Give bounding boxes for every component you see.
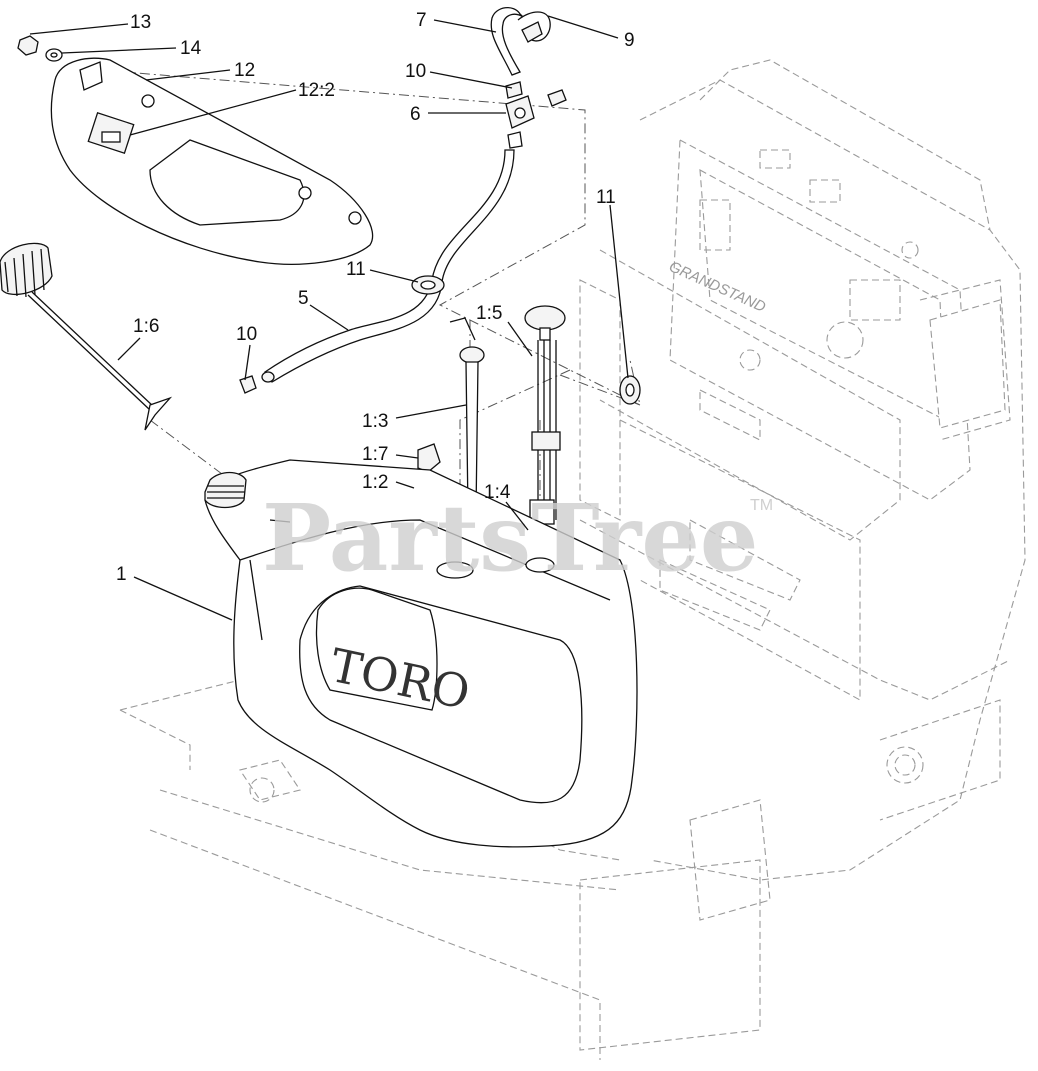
clamp-10-part [239,375,257,394]
callout-1-4: 1:4 [484,482,511,503]
fuel-cap-part [0,242,173,431]
callout-5: 5 [298,288,309,309]
heat-shield-part [50,57,374,265]
callout-10-top: 10 [405,61,426,82]
callout-1-2: 1:2 [362,472,388,493]
callout-1-7: 1:7 [362,444,388,465]
callout-14: 14 [180,38,202,59]
watermark: PartsTree [262,484,758,592]
callout-12-2: 12:2 [298,80,335,101]
callout-labels: 13 14 12 12:2 7 9 10 6 11 11 5 1:6 10 1:… [116,10,635,585]
clamp-10a-part [505,81,523,99]
callout-7: 7 [416,10,427,31]
callout-11-right: 11 [596,187,616,208]
callout-1-3: 1:3 [362,411,388,432]
callout-1-6: 1:6 [133,316,159,337]
bolt-13-part [17,35,39,56]
callout-9: 9 [624,30,635,51]
callout-11-left: 11 [346,259,366,280]
callout-13: 13 [130,12,151,33]
fuel-tank-part [204,459,638,848]
callout-6: 6 [410,104,421,125]
callout-12: 12 [234,60,255,81]
valve-6-part [505,89,567,149]
vent-filter-9-part [517,11,551,43]
callout-10-bottom: 10 [236,324,257,345]
callout-1: 1 [116,564,127,585]
grommet-11-part [411,275,445,295]
pickup-tube-part [449,317,485,513]
elbow-fitting-part [417,443,441,473]
watermark-trademark: TM [750,497,773,514]
leader-lines [29,15,629,621]
chassis-frame-ghost [119,59,1026,1060]
grommet-11b-part [619,375,641,405]
fuel-hose-part [261,149,515,383]
washer-14-part [45,48,63,62]
callout-1-5: 1:5 [476,303,502,324]
